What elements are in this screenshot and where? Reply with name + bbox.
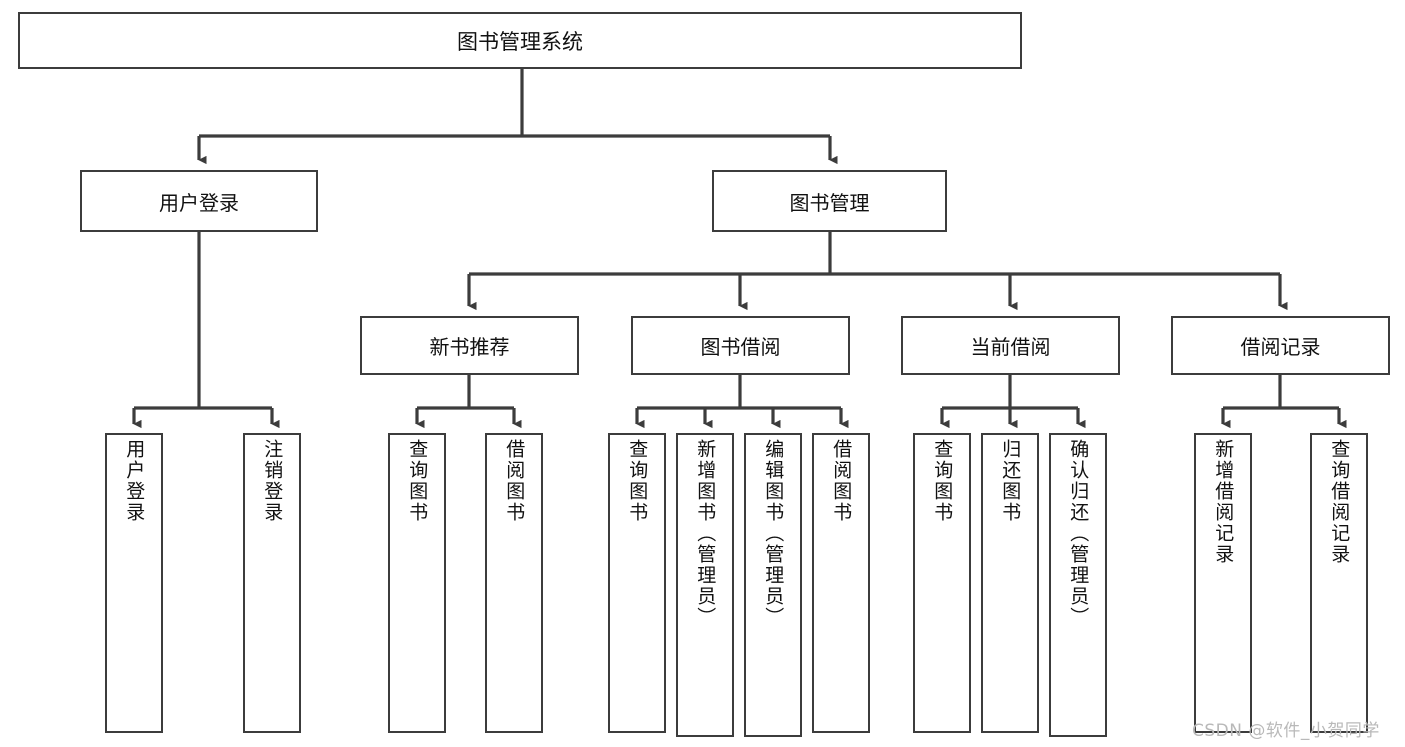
leaf-current-borrow-return-book[interactable]: 归还图书 — [981, 433, 1039, 733]
node-label: 编辑图书（管理员） — [762, 439, 785, 628]
leaf-book-borrow-borrow-book[interactable]: 借阅图书 — [812, 433, 870, 733]
node-label: 新增借阅记录 — [1212, 439, 1235, 565]
node-label: 查询图书 — [406, 439, 429, 523]
leaf-borrow-record-add-record[interactable]: 新增借阅记录 — [1194, 433, 1252, 733]
node-user-login[interactable]: 用户登录 — [80, 170, 318, 232]
node-label: 用户登录 — [123, 439, 146, 523]
node-label: 借阅图书 — [503, 439, 526, 523]
node-label: 当前借阅 — [970, 335, 1051, 359]
leaf-current-borrow-query-book[interactable]: 查询图书 — [913, 433, 971, 733]
node-label: 新增图书（管理员） — [694, 439, 717, 628]
node-label: 借阅记录 — [1240, 335, 1321, 359]
node-borrow-record[interactable]: 借阅记录 — [1171, 316, 1390, 375]
node-label: 查询借阅记录 — [1328, 439, 1351, 565]
watermark: CSDN @软件_小贺同学 — [1192, 721, 1380, 741]
leaf-user-login-login[interactable]: 用户登录 — [105, 433, 163, 733]
node-label: 图书管理 — [789, 190, 870, 215]
leaf-book-borrow-add-book-admin[interactable]: 新增图书（管理员） — [676, 433, 734, 737]
leaf-new-book-query-book[interactable]: 查询图书 — [388, 433, 446, 733]
node-label: 查询图书 — [931, 439, 954, 523]
leaf-current-borrow-confirm-return-admin[interactable]: 确认归还（管理员） — [1049, 433, 1107, 737]
node-label: 确认归还（管理员） — [1067, 439, 1090, 628]
leaf-book-borrow-edit-book-admin[interactable]: 编辑图书（管理员） — [744, 433, 802, 737]
node-new-book-recommend[interactable]: 新书推荐 — [360, 316, 579, 375]
node-label: 用户登录 — [159, 190, 239, 215]
node-label: 注销登录 — [261, 439, 284, 523]
node-root-book-management-system[interactable]: 图书管理系统 — [18, 12, 1022, 69]
leaf-new-book-borrow-book[interactable]: 借阅图书 — [485, 433, 543, 733]
node-book-borrow[interactable]: 图书借阅 — [631, 316, 850, 375]
node-current-borrow[interactable]: 当前借阅 — [901, 316, 1120, 375]
leaf-book-borrow-query-book[interactable]: 查询图书 — [608, 433, 666, 733]
node-label: 图书借阅 — [700, 335, 781, 359]
leaf-borrow-record-query-record[interactable]: 查询借阅记录 — [1310, 433, 1368, 733]
node-label: 借阅图书 — [830, 439, 853, 523]
leaf-user-login-logout[interactable]: 注销登录 — [243, 433, 301, 733]
node-label: 图书管理系统 — [457, 29, 583, 54]
node-label: 查询图书 — [626, 439, 649, 523]
node-book-management[interactable]: 图书管理 — [712, 170, 947, 232]
node-label: 归还图书 — [999, 439, 1022, 523]
node-label: 新书推荐 — [429, 335, 510, 359]
